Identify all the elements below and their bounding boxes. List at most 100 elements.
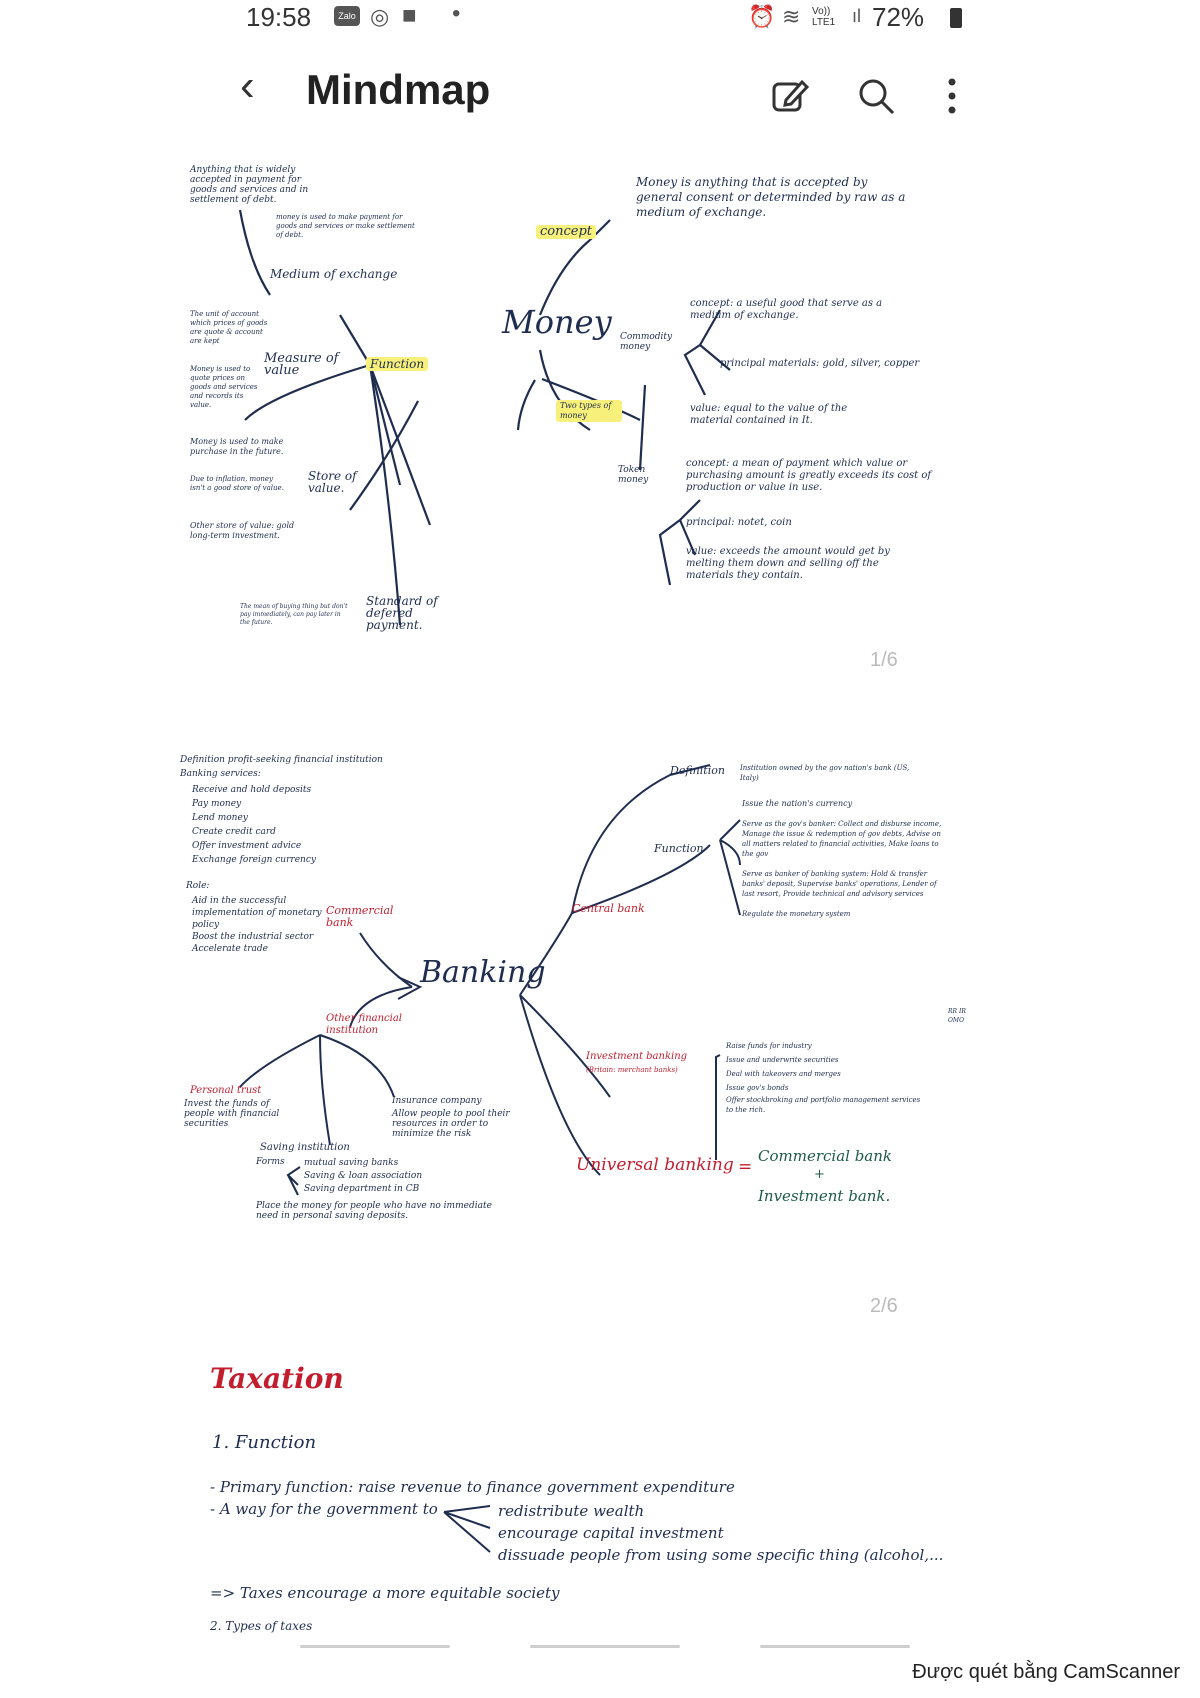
edit-button[interactable] [770,76,810,116]
taxation-line-2: - A way for the government to [210,1500,438,1518]
list-item: Exchange foreign currency [192,855,316,865]
services-label: Banking services: [180,769,261,779]
search-button[interactable] [856,76,896,116]
concept-text: Money is anything that is accepted by ge… [636,175,906,219]
taxation-branches: redistribute wealth encourage capital in… [498,1500,998,1566]
medium-text: Anything that is widely accepted in paym… [190,165,309,205]
deferred-text: The mean of buying thing but don't pay i… [240,603,348,626]
list-item: Aid in the successful implementation of … [192,896,322,930]
taxation-conclusion: => Taxes encourage a more equitable soci… [210,1584,560,1602]
central-tools: RR IR OMO [948,1008,966,1024]
list-item: mutual saving banks [304,1158,399,1168]
central-definition-node: Definition [670,764,725,777]
universal-equals: = [738,1157,753,1177]
money-mindmap[interactable]: Money concept Money is anything that is … [190,165,1030,735]
role-list: Aid in the successful implementation of … [192,895,322,955]
list-item: Serve as banker of banking system: Hold … [742,870,937,898]
deferred-node: Standard of defered payment. [366,594,438,632]
list-item: Offer stockbroking and portfolio managem… [726,1096,921,1114]
taxation-cut-line: 2. Types of taxes [210,1619,313,1633]
money-root: Money [502,303,612,341]
list-item: Pay money [192,799,242,809]
list-item: Lend money [192,813,248,823]
saving-text: Place the money for people who have no i… [256,1201,492,1221]
store-text-1: Money is used to make purchase in the fu… [190,437,284,456]
token-concept: concept: a mean of payment which value o… [686,458,932,493]
list-item: Boost the industrial sector [192,932,314,942]
list-item: Regulate the monetary system [742,910,851,918]
measure-sub-text: Money is used to quote prices on goods a… [190,365,258,409]
list-item: Offer investment advice [192,841,302,851]
banking-root: Banking [420,955,546,990]
list-item: Issue the nation's currency [742,799,853,808]
measure-node: Measure of value [264,351,339,378]
scroll-indicator [530,1645,680,1648]
services-list: Receive and hold deposits Pay money Lend… [192,783,342,867]
more-vertical-icon [948,78,956,114]
commodity-node: Commodity money [620,332,673,352]
commodity-materials: principal materials: gold, silver, coppe… [720,358,920,369]
central-functions-list: Issue the nation's currency Serve as the… [742,799,942,919]
commodity-value: value: equal to the value of the materia… [690,403,848,426]
list-item: dissuade people from using some specific… [498,1546,944,1564]
scroll-indicator [760,1645,910,1648]
dot-icon: • [452,0,461,27]
battery-percent: 72% [872,2,925,32]
list-item: Create credit card [192,827,276,837]
network-label: Vo)) LTE1 [812,6,836,28]
universal-banking-node: Universal banking [576,1155,734,1175]
more-options-button[interactable] [940,76,964,116]
wifi-icon: ≋ [782,4,801,29]
universal-plus: + [814,1167,825,1182]
list-item: Deal with takeovers and merges [726,1070,841,1078]
universal-investment: Investment bank. [758,1187,891,1205]
personal-trust-text: Invest the funds of people with financia… [184,1099,280,1129]
two-types-node: Two types of money [556,400,622,422]
function-node: Function [366,357,429,371]
insurance-text: Allow people to pool their resources in … [392,1109,510,1139]
personal-trust-node: Personal trust [190,1085,262,1096]
role-label: Role: [186,881,210,891]
store-text-2: Due to inflation, money isn't a good sto… [190,475,284,492]
search-icon [859,79,895,115]
banking-connectors [239,764,741,1196]
camscanner-watermark: Được quét bằng CamScanner [912,1661,1180,1683]
saving-node: Saving institution [260,1142,350,1153]
taxation-line-1: - Primary function: raise revenue to fin… [210,1478,735,1496]
medium-sub-text: money is used to make payment for goods … [276,213,415,239]
scroll-indicator [300,1645,450,1648]
measure-text: The unit of account which prices of good… [190,310,268,345]
list-item: Serve as the gov's banker: Collect and d… [742,820,942,858]
saving-forms-label: Forms [256,1157,285,1167]
central-bank-node: Central bank [572,902,645,915]
list-item: Issue gov's bonds [726,1084,789,1092]
messenger-icon: ◎ [370,4,390,29]
money-connectors [238,209,731,626]
central-definition-text: Institution owned by the gov nation's ba… [740,764,910,782]
page-title: Mindmap [306,66,491,113]
taxation-section[interactable]: Taxation 1. Function - Primary function:… [210,1362,1010,1633]
list-item: Raise funds for industry [726,1042,812,1050]
list-item: Accelerate trade [192,944,268,954]
edit-icon [772,79,810,112]
alarm-icon: ⏰ [748,4,776,29]
token-value: value: exceeds the amount would get by m… [686,546,890,581]
status-time: 19:58 [246,2,312,32]
token-node: Token money [618,465,649,485]
back-icon[interactable]: ‹ [240,61,255,110]
banking-mindmap[interactable]: Banking Definition profit-seeking financ… [180,755,1040,1317]
commercial-bank-node: Commercial bank [326,904,394,929]
list-item: Saving department in CB [304,1184,420,1194]
investment-banking-node: Investment banking [586,1051,688,1062]
list-item: Issue and underwrite securities [726,1056,839,1064]
list-item: Saving & loan association [304,1171,423,1181]
page-indicator-2: 2/6 [870,1295,898,1317]
token-principal: principal: notet, coin [686,517,792,528]
chat-icon: ■ [402,2,417,29]
zalo-icon: Zalo [334,6,360,26]
investment-list: Raise funds for industry Issue and under… [726,1039,926,1115]
insurance-node: Insurance company [392,1096,482,1106]
list-item: redistribute wealth [498,1502,645,1520]
taxation-section-heading: 1. Function [212,1432,317,1453]
taxation-title: Taxation [210,1362,344,1395]
